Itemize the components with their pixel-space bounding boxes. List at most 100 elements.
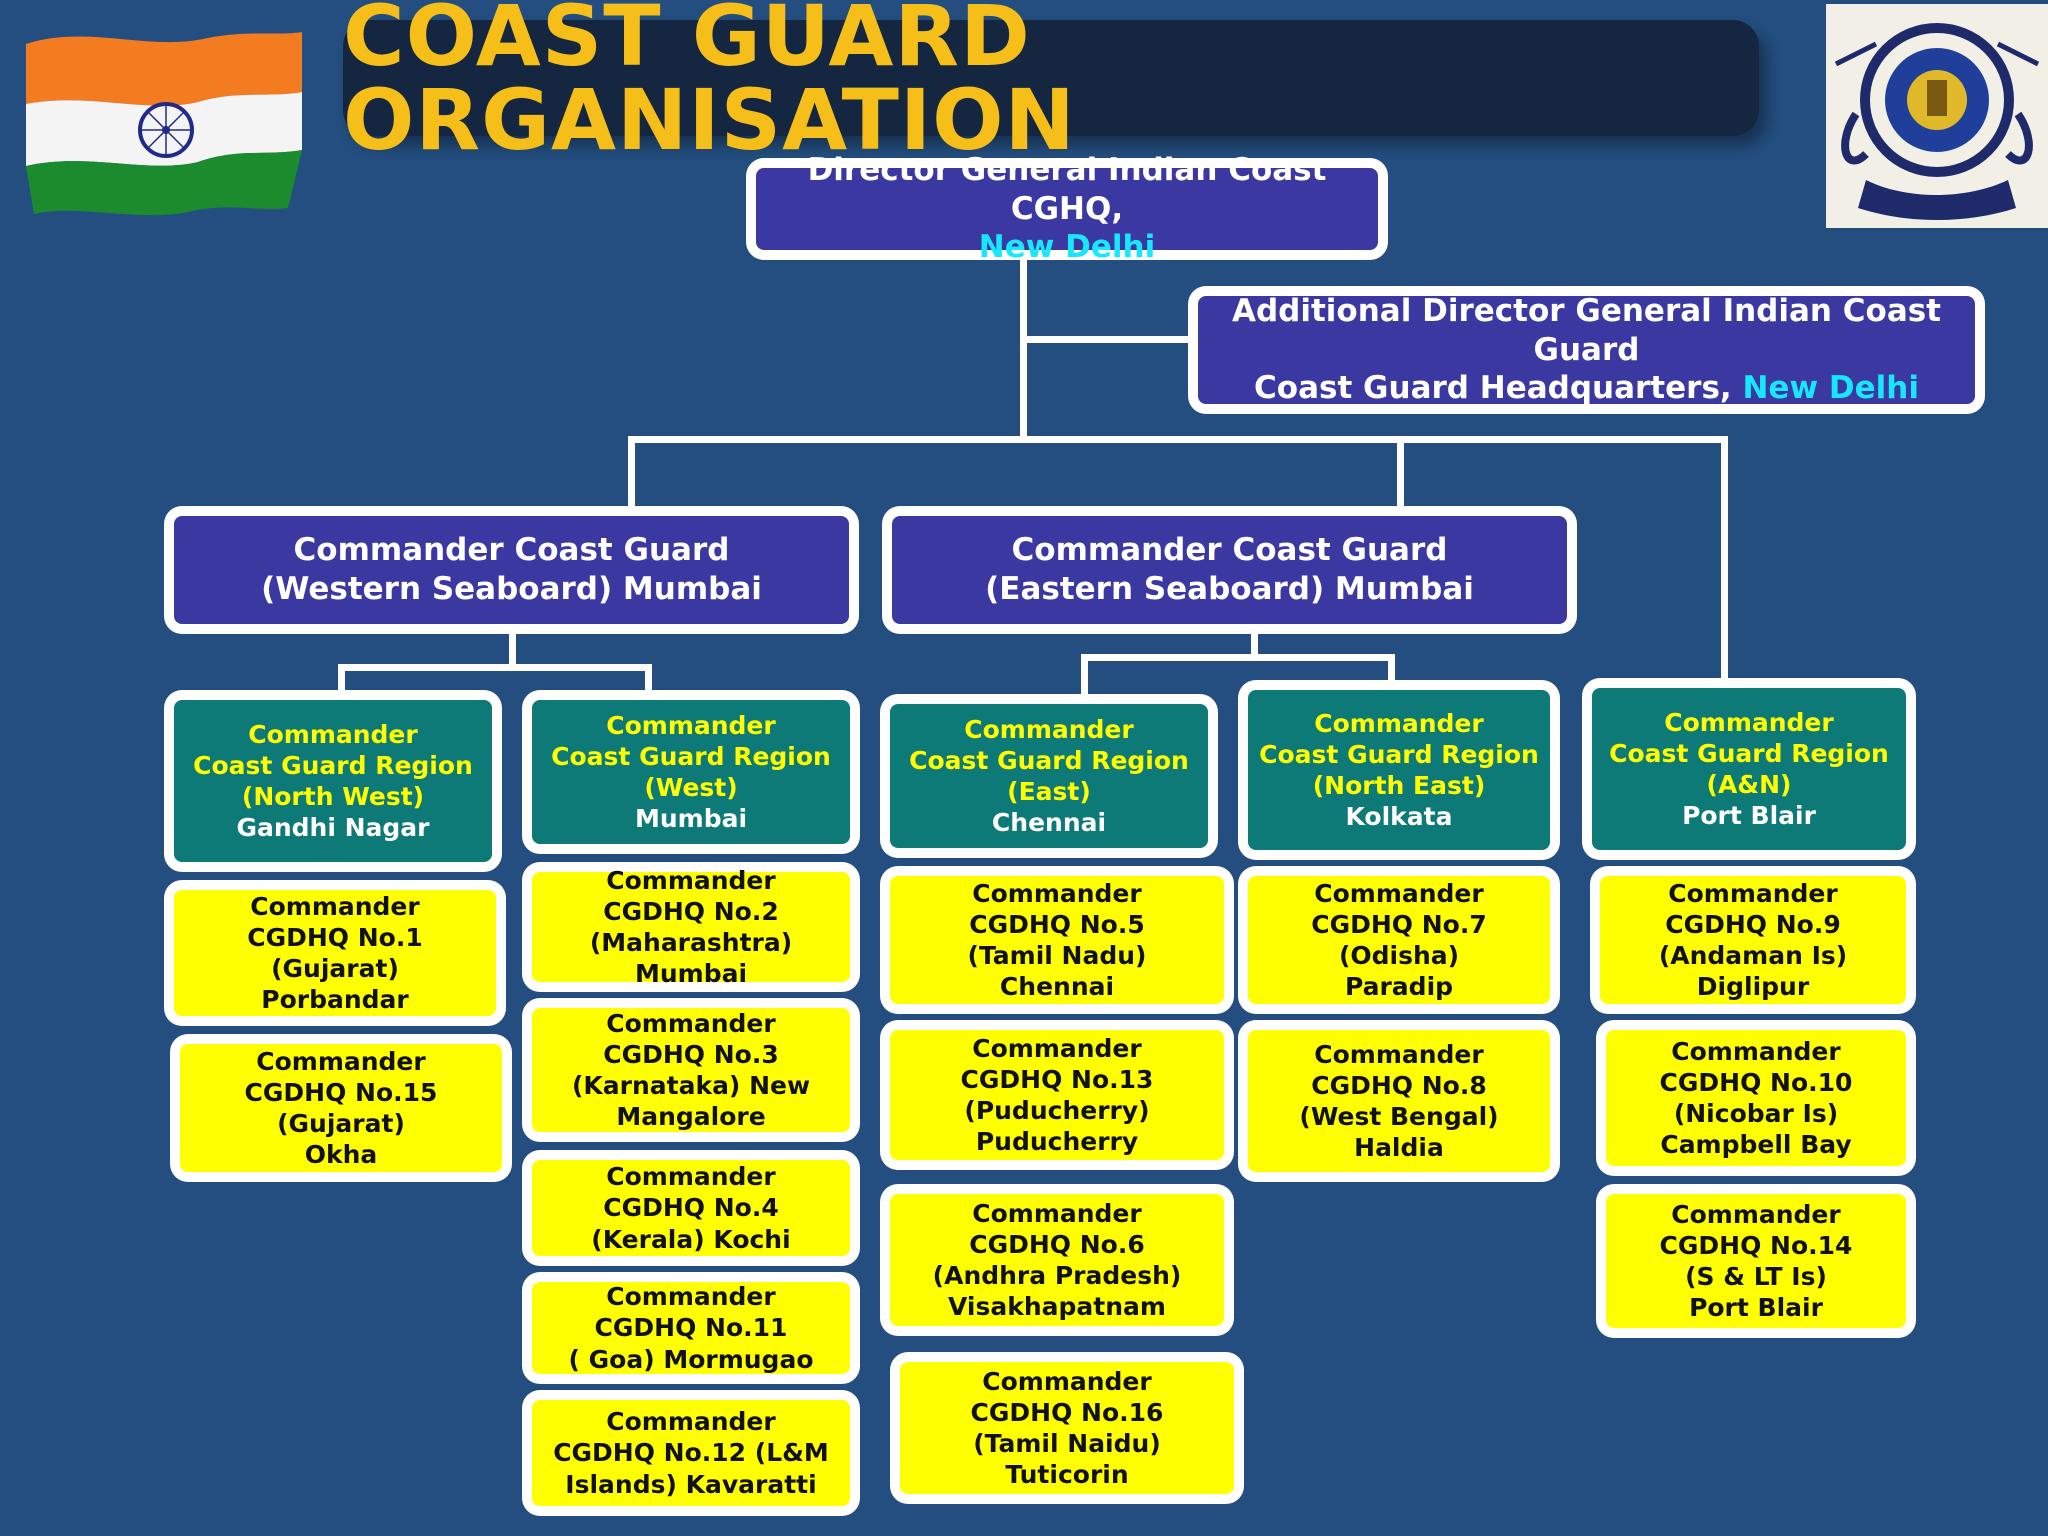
district-line: Paradip: [1344, 972, 1454, 1002]
district-line: CGDHQ No.4: [603, 1193, 779, 1223]
western-seaboard-command-box: Commander Coast Guard (Western Seaboard)…: [164, 506, 859, 634]
western-command-location: (Western Seaboard) Mumbai: [261, 571, 762, 607]
connector-line: [338, 664, 652, 671]
region-label: Commander: [1664, 707, 1834, 737]
region-label: Coast Guard Region: [1259, 739, 1539, 769]
district-line: Porbandar: [261, 985, 409, 1015]
region-an-box: Commander Coast Guard Region (A&N) Port …: [1582, 678, 1916, 860]
district-line: Commander: [256, 1046, 426, 1076]
district-line: Diglipur: [1696, 972, 1810, 1002]
district-hq-box: Commander CGDHQ No.9 (Andaman Is) Diglip…: [1590, 866, 1916, 1014]
adg-title: Additional Director General Indian Coast…: [1231, 292, 1942, 368]
district-line: Islands) Kavaratti: [565, 1469, 817, 1499]
connector-line: [1020, 336, 1194, 343]
district-line: Commander: [606, 1162, 776, 1192]
region-label: Coast Guard Region: [909, 745, 1189, 775]
district-line: CGDHQ No.5: [969, 909, 1145, 939]
coast-guard-emblem-icon: [1826, 4, 2048, 228]
district-line: Tuticorin: [1005, 1460, 1129, 1490]
district-line: (Gujarat): [277, 1109, 405, 1138]
district-hq-box: Commander CGDHQ No.3 (Karnataka) New Man…: [522, 998, 860, 1142]
district-line: (Puducherry): [964, 1096, 1150, 1125]
director-general-box: Director General Indian Coast CGHQ, New …: [746, 152, 1388, 265]
district-line: Chennai: [999, 972, 1115, 1002]
eastern-command-location: (Eastern Seaboard) Mumbai: [985, 571, 1474, 607]
district-line: (Nicobar Is): [1673, 1099, 1839, 1128]
district-line: (West Bengal): [1299, 1102, 1499, 1131]
connector-line: [1397, 436, 1404, 510]
district-line: (Gujarat): [271, 954, 399, 983]
district-line: CGDHQ No.8: [1311, 1070, 1487, 1100]
district-line: (Kerala) Kochi: [591, 1224, 791, 1254]
connector-line: [338, 664, 345, 694]
district-line: Campbell Bay: [1660, 1130, 1852, 1160]
district-line: Commander: [1671, 1036, 1841, 1066]
district-line: CGDHQ No.2: [603, 896, 779, 926]
district-line: Port Blair: [1689, 1293, 1823, 1323]
district-line: (S & LT Is): [1685, 1262, 1827, 1291]
district-line: ( Goa) Mormugao: [568, 1344, 814, 1374]
region-label: (North West): [241, 782, 425, 811]
district-hq-box: Commander CGDHQ No.14 (S & LT Is) Port B…: [1596, 1184, 1916, 1338]
district-hq-box: Commander CGDHQ No.8 (West Bengal) Haldi…: [1238, 1020, 1560, 1182]
region-city: Chennai: [991, 808, 1107, 838]
district-line: Haldia: [1354, 1133, 1444, 1163]
district-line: Commander: [972, 878, 1142, 908]
connector-line: [628, 436, 635, 510]
connector-line: [628, 436, 1728, 443]
district-line: Visakhapatnam: [948, 1292, 1166, 1322]
district-line: CGDHQ No.13: [960, 1064, 1154, 1094]
district-line: (Maharashtra) Mumbai: [589, 928, 793, 989]
district-hq-box: Commander CGDHQ No.13 (Puducherry) Puduc…: [880, 1020, 1234, 1170]
district-line: Puducherry: [975, 1127, 1139, 1157]
region-label: Coast Guard Region: [551, 741, 831, 771]
region-label: Commander: [248, 719, 418, 749]
indian-flag-icon: [18, 22, 306, 217]
district-line: (Tamil Nadu): [967, 941, 1147, 970]
connector-line: [1721, 436, 1728, 686]
district-hq-box: Commander CGDHQ No.6 (Andhra Pradesh) Vi…: [880, 1184, 1234, 1336]
district-line: CGDHQ No.15: [244, 1077, 438, 1107]
region-label: (West): [644, 773, 738, 802]
connector-line: [1081, 654, 1395, 661]
region-city: Mumbai: [634, 804, 748, 834]
dg-title: Director General Indian Coast CGHQ,: [807, 151, 1327, 227]
district-hq-box: Commander CGDHQ No.4 (Kerala) Kochi: [522, 1150, 860, 1266]
district-line: (Andaman Is): [1658, 941, 1848, 970]
title-banner: COAST GUARD ORGANISATION: [343, 0, 1759, 162]
district-line: (Andhra Pradesh): [932, 1261, 1182, 1290]
connector-line: [1020, 258, 1027, 438]
district-hq-box: Commander CGDHQ No.11 ( Goa) Mormugao: [522, 1272, 860, 1384]
district-line: CGDHQ No.12 (L&M: [553, 1438, 829, 1468]
district-hq-box: Commander CGDHQ No.10 (Nicobar Is) Campb…: [1596, 1020, 1916, 1176]
page-title: COAST GUARD ORGANISATION: [343, 0, 1076, 169]
district-line: CGDHQ No.6: [969, 1229, 1145, 1259]
region-label: Commander: [606, 710, 776, 740]
district-line: Commander: [1314, 1039, 1484, 1069]
district-line: CGDHQ No.1: [247, 922, 423, 952]
district-line: CGDHQ No.14: [1659, 1230, 1853, 1260]
district-hq-box: Commander CGDHQ No.2 (Maharashtra) Mumba…: [522, 862, 860, 992]
district-hq-box: Commander CGDHQ No.12 (L&M Islands) Kava…: [522, 1390, 860, 1516]
additional-director-general-box: Additional Director General Indian Coast…: [1188, 286, 1985, 414]
district-line: Commander: [982, 1366, 1152, 1396]
district-line: CGDHQ No.9: [1665, 909, 1841, 939]
district-line: Commander: [972, 1033, 1142, 1063]
eastern-seaboard-command-box: Commander Coast Guard (Eastern Seaboard)…: [882, 506, 1577, 634]
district-line: Commander: [972, 1198, 1142, 1228]
district-line: CGDHQ No.11: [594, 1313, 788, 1343]
district-line: Commander: [250, 891, 420, 921]
connector-line: [1251, 628, 1258, 658]
connector-line: [1081, 654, 1088, 694]
region-city: Port Blair: [1682, 801, 1816, 831]
dg-location: New Delhi: [978, 229, 1156, 266]
district-line: Commander: [606, 1282, 776, 1312]
district-line: (Tamil Naidu): [973, 1429, 1161, 1458]
district-hq-box: Commander CGDHQ No.7 (Odisha) Paradip: [1238, 866, 1560, 1014]
district-hq-box: Commander CGDHQ No.1 (Gujarat) Porbandar: [164, 880, 506, 1026]
region-label: Commander: [964, 714, 1134, 744]
connector-line: [1388, 654, 1395, 684]
district-line: CGDHQ No.3: [603, 1039, 779, 1069]
district-line: CGDHQ No.16: [970, 1397, 1164, 1427]
district-line: CGDHQ No.7: [1311, 909, 1487, 939]
